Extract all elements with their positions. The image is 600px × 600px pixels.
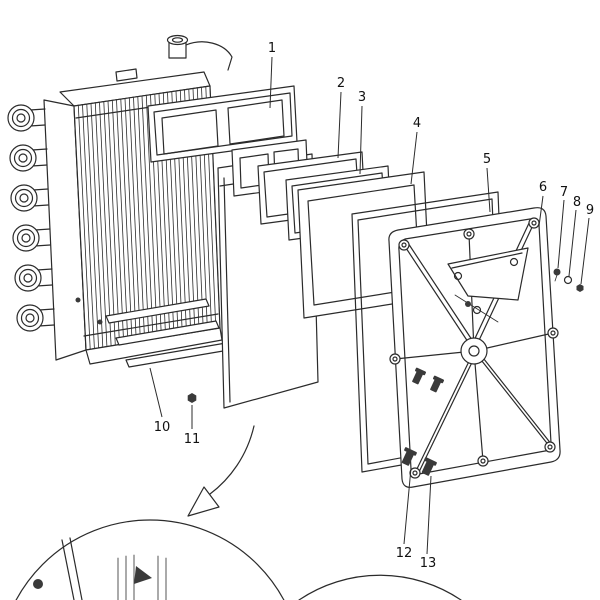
callout-label-11: 11 [184,432,201,447]
callout-3-leader [359,105,363,175]
callout-label-6: 6 [539,180,547,195]
interior-bolts [412,367,445,393]
callout-label-8: 8 [573,195,581,210]
bolt-dot [97,319,103,325]
radiator-assembly [7,34,233,365]
callout-9-leader [580,217,590,285]
callout-8-leader [568,209,577,277]
callout-13-leader [426,475,432,555]
callout-7-leader [557,199,565,269]
fastener-8 [563,275,573,285]
callout-5-leader [486,167,491,213]
callout-labels: 1 2 3 4 5 6 7 8 9 10 11 12 13 [154,41,594,571]
radiator-fins [73,85,221,351]
callout-label-3: 3 [358,90,366,105]
bolt-dot [75,297,81,303]
callout-label-5: 5 [483,152,491,167]
hose-ports [7,104,55,332]
fastener-7 [553,268,561,282]
hose-port [7,104,46,132]
hose-port [9,144,48,172]
detail-arrow [187,425,255,517]
bolt-13 [421,457,437,476]
callout-leaders [149,56,590,555]
bracket-fasteners [454,294,499,323]
callout-label-1: 1 [268,41,276,56]
cover-hub [460,337,488,365]
hose-port [16,304,55,332]
callout-label-7: 7 [560,185,568,200]
callout-label-2: 2 [337,76,345,91]
cover-perimeter-bolts [389,217,559,479]
callout-label-12: 12 [396,546,413,561]
hose-port [12,224,51,252]
callout-label-9: 9 [586,203,594,218]
callout-1-leader [269,56,273,109]
fastener-9 [576,284,584,292]
detail-circle-left [15,519,285,600]
hose-port [10,184,49,212]
callout-2-leader [337,91,342,159]
detail-bolt [33,579,43,589]
cover-6 [388,207,561,488]
callout-6-leader [538,195,544,227]
hose-port [14,264,53,292]
callout-label-4: 4 [413,116,421,131]
callout-label-13: 13 [420,556,437,571]
filler-cap [166,34,233,71]
detail-arrow-glyph [134,566,152,584]
callout-10-leader [149,367,163,418]
callout-12-leader [403,467,412,545]
callout-label-10: 10 [154,420,171,435]
louver-strips-10 [105,298,230,368]
nut-11 [187,393,197,403]
cover-bracket [447,247,529,301]
top-bracket [115,68,138,82]
callout-4-leader [410,131,418,185]
bolt-12 [401,447,417,466]
detail-circle-right-arc [298,574,462,600]
